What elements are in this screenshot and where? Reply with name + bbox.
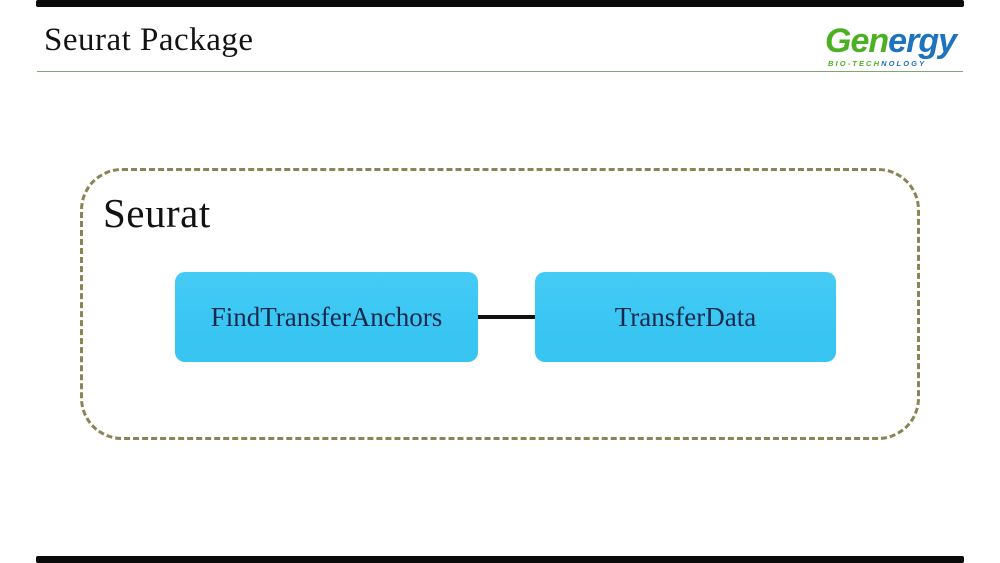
logo-wordmark: Genergy — [825, 22, 957, 60]
group-label: Seurat — [103, 190, 211, 236]
top-border-bar — [36, 0, 964, 7]
logo-wordmark-green: Gen — [825, 22, 889, 60]
genergy-logo: Genergy BIO-TECHNOLOGY — [825, 22, 957, 68]
bottom-border-bar — [36, 556, 964, 563]
header-divider — [37, 71, 963, 72]
node-label: FindTransferAnchors — [210, 301, 443, 332]
connector-line — [478, 315, 538, 319]
node-find-transfer-anchors: FindTransferAnchors — [175, 272, 478, 362]
logo-wordmark-blue: ergy — [888, 22, 957, 60]
logo-subtitle-blue: NOLOGY — [881, 59, 927, 68]
logo-subtitle: BIO-TECHNOLOGY — [828, 60, 956, 68]
node-transfer-data: TransferData — [535, 272, 836, 362]
slide-title: Seurat Package — [44, 22, 254, 58]
node-label: TransferData — [614, 301, 757, 332]
seurat-group-container: Seurat FindTransferAnchors TransferData — [80, 168, 920, 440]
logo-subtitle-green: BIO-TECH — [828, 59, 882, 68]
